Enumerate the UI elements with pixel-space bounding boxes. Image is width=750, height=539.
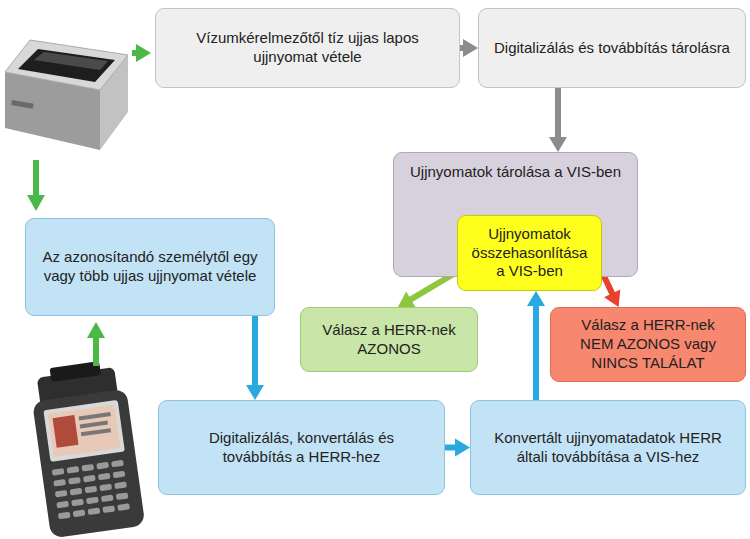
flow-arrow: [602, 272, 620, 307]
process-box: Digitalizálás, konvertálás és továbbítás…: [158, 400, 445, 495]
box-text: NEM AZONOS vagy NINCS TALÁLAT: [565, 335, 731, 373]
arrow-head: [549, 137, 567, 152]
flow-arrow: [460, 39, 478, 57]
box-text: Az azonosítandó személytől egy vagy több…: [40, 248, 260, 286]
box-text: Digitalizálás, konvertálás és továbbítás…: [173, 429, 430, 467]
process-box: Konvertált ujjnyomatadatok HERR általi t…: [470, 400, 746, 495]
flow-arrow: [527, 291, 545, 400]
arrow-head: [246, 385, 264, 400]
flow-arrow: [246, 316, 264, 400]
arrow-line: [533, 303, 539, 400]
result-box: Válasz a HERR-nekNEM AZONOS vagy NINCS T…: [550, 307, 746, 382]
flow-arrow: [398, 272, 457, 307]
box-text: Vízumkérelmezőtől tíz ujjas lapos ujjnyo…: [170, 29, 445, 67]
process-box: Az azonosítandó személytől egy vagy több…: [25, 218, 275, 316]
arrow-head: [527, 291, 545, 306]
compare-box: Ujjnyomatok összehasonlítása a VIS-ben: [457, 215, 602, 291]
arrow-head: [463, 39, 478, 57]
arrow-head: [604, 290, 620, 307]
arrow-line: [252, 316, 258, 388]
storage-box: Ujjnyomatok tárolása a VIS-benUjjnyomato…: [393, 152, 638, 277]
process-box: Digitalizálás és továbbítás tárolásra: [478, 8, 746, 88]
flow-arrow: [549, 88, 567, 152]
arrow-head: [398, 292, 415, 307]
box-text: Konvertált ujjnyomatadatok HERR általi t…: [485, 429, 731, 467]
arrow-line: [555, 88, 561, 140]
box-text: Digitalizálás és továbbítás tárolásra: [494, 39, 730, 58]
box-text: AZONOS: [357, 340, 420, 359]
scanner-illustration: [5, 40, 128, 150]
arrow-head: [455, 439, 470, 457]
process-box: Vízumkérelmezőtől tíz ujjas lapos ujjnyo…: [155, 8, 460, 88]
result-box: Válasz a HERR-nekAZONOS: [300, 307, 478, 372]
device-arrows: [27, 44, 151, 366]
flow-arrow: [445, 439, 470, 457]
box-text: Válasz a HERR-nek: [581, 316, 714, 335]
box-text: Ujjnyomatok tárolása a VIS-ben: [410, 163, 621, 182]
handheld-illustration: [28, 358, 146, 539]
box-text: Ujjnyomatok összehasonlítása a VIS-ben: [472, 225, 588, 281]
box-text: Válasz a HERR-nek: [322, 321, 455, 340]
